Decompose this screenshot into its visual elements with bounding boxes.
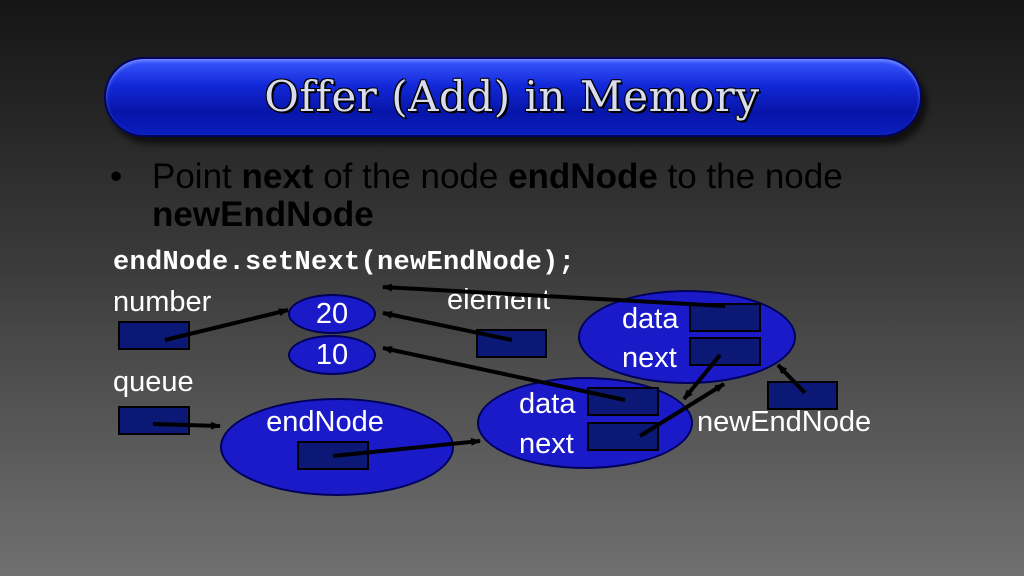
arrow-node2data-to-value — [382, 283, 726, 308]
value-10-ellipse: 10 — [288, 335, 376, 375]
bullet-text: Point next of the node endNode to the no… — [152, 157, 843, 234]
label-queue: queue — [113, 366, 194, 398]
element-pointer-box — [476, 329, 547, 358]
code-line: endNode.setNext(newEndNode); — [113, 248, 576, 278]
arrow-node2next-to-node1 — [682, 353, 722, 401]
node2-next-box — [689, 337, 761, 366]
arrow-node1next-to-node2 — [638, 382, 726, 438]
arrow-element-to-20 — [382, 310, 513, 342]
label-newendnode: newEndNode — [697, 406, 872, 438]
node2-data-label: data — [622, 303, 679, 335]
arrow-node1data-to-10 — [382, 345, 626, 402]
bullet-symbol: • — [110, 157, 123, 196]
value-20-ellipse: 20 — [288, 294, 376, 334]
value-20: 20 — [315, 298, 349, 330]
value-10: 10 — [315, 339, 349, 371]
node1-next-box — [587, 422, 659, 451]
node1-next-label: next — [519, 428, 574, 460]
newendnode-pointer-box — [767, 381, 838, 410]
label-element: element — [447, 284, 551, 316]
node2-next-label: next — [622, 342, 677, 374]
slide-title: Offer (Add) in Memory — [264, 72, 760, 121]
title-bar — [104, 57, 922, 137]
endnode-label: endNode — [266, 406, 384, 438]
queue-pointer-box — [118, 406, 190, 435]
arrow-queue-to-endnode — [152, 421, 221, 430]
node1-data-box — [587, 387, 659, 416]
arrow-number-to-20 — [164, 308, 289, 342]
node1-data-label: data — [519, 388, 576, 420]
label-number: number — [113, 286, 212, 318]
arrow-endnode-to-node1 — [332, 437, 481, 458]
arrow-newendnode-to-node2 — [776, 363, 807, 395]
